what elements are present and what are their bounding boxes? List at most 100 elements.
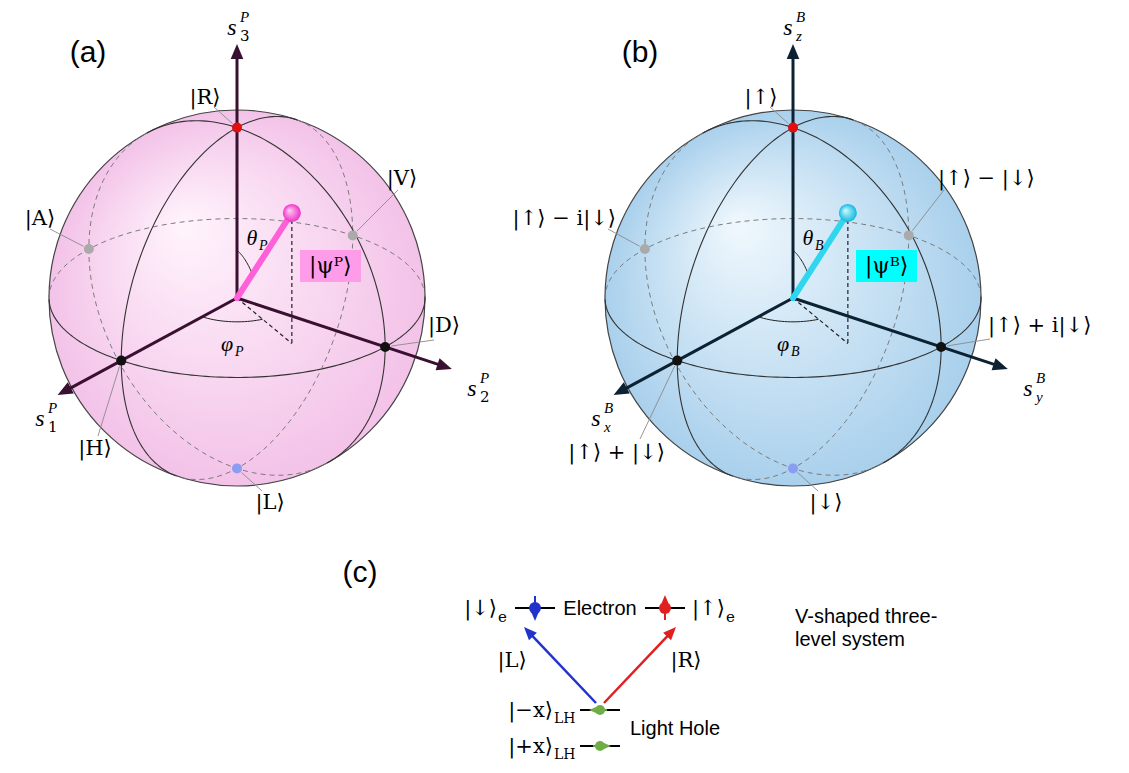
axis-head (231, 44, 244, 59)
state-dot (788, 123, 798, 133)
leader-line (98, 366, 119, 436)
axis-symbol: s (227, 15, 236, 39)
angle-symbol: θ (247, 227, 258, 249)
axis-superscript: P (240, 10, 249, 25)
leader-line (640, 366, 675, 439)
axis-superscript: P (480, 371, 489, 386)
state-text: |ψᴾ⟩ (309, 253, 352, 279)
equator (605, 299, 677, 360)
equator (49, 299, 121, 360)
state-dot (788, 463, 798, 473)
angle-symbol: φ (777, 333, 789, 355)
state-ball (839, 204, 857, 222)
electron-dot (659, 602, 671, 614)
level-subscript: LH (554, 747, 576, 761)
bloch-sphere (605, 44, 1008, 491)
state-label: |↓⟩ (810, 492, 843, 513)
level-subscript: e (498, 610, 507, 625)
meridian (703, 121, 941, 347)
state-text: |ψᴮ⟩ (865, 253, 908, 279)
state-label: |↑⟩ − i|↓⟩ (513, 208, 616, 229)
level-subscript: e (726, 610, 735, 625)
state-label: |L⟩ (255, 492, 284, 513)
state-dot (904, 230, 914, 240)
axis (236, 56, 239, 298)
projection-line (291, 213, 292, 344)
level-label: |↓⟩ (464, 598, 497, 619)
hole-dot (595, 705, 605, 715)
angle-subscript: P (259, 239, 268, 253)
transition-label: |R⟩ (670, 650, 701, 671)
projection-line (847, 213, 848, 344)
axis-head (58, 382, 74, 395)
angle-symbol: θ (803, 227, 814, 249)
angle-subscript: P (235, 345, 244, 359)
axis-subscript: 1 (48, 420, 58, 435)
hole-dot (595, 741, 605, 751)
axis-symbol: s (1023, 376, 1032, 400)
axis-subscript: 2 (480, 390, 490, 405)
state-dot (380, 342, 390, 352)
axis-head (787, 44, 800, 59)
phi-arc (758, 317, 818, 322)
meridian (645, 133, 883, 475)
state-dot (672, 356, 682, 366)
axis-subscript: y (1036, 390, 1043, 405)
meridian (121, 116, 297, 360)
state-vector (237, 213, 292, 298)
level-label: |↑⟩ (692, 598, 725, 619)
leader-line (50, 229, 84, 246)
state-label: |R⟩ (189, 87, 220, 108)
hole-spin-arrow-head (604, 743, 611, 749)
transition-label: |L⟩ (497, 650, 526, 671)
panel-letter: (c) (343, 557, 378, 587)
projection-line (237, 298, 292, 344)
projection-line (793, 298, 848, 344)
level-caption: Electron (563, 598, 636, 618)
axis-head (992, 358, 1008, 370)
panel-letter: (a) (70, 37, 107, 67)
axis (793, 298, 996, 365)
leader-line (608, 229, 640, 246)
level-subscript: LH (554, 711, 576, 725)
state-dot (640, 244, 650, 254)
axis-head (614, 382, 630, 395)
state-label: |V⟩ (387, 168, 417, 189)
axis (624, 298, 793, 389)
axis-subscript: z (796, 29, 802, 44)
meridian (677, 361, 732, 476)
leader-line (797, 472, 818, 491)
axis-superscript: B (796, 10, 805, 25)
state-label: |↑⟩ (745, 87, 778, 108)
level-caption: Light Hole (630, 718, 720, 738)
meridian (89, 133, 327, 475)
meridian (147, 121, 385, 347)
axis-symbol: s (591, 406, 600, 430)
leader-line (214, 107, 233, 124)
axis-subscript: 3 (240, 29, 250, 44)
state-box: |ψᴾ⟩ (300, 250, 361, 282)
transition-arrow-head (663, 627, 676, 640)
state-label: |↑⟩ + |↓⟩ (568, 442, 665, 463)
theta-arc (237, 250, 252, 274)
level-label: |+x⟩ (508, 736, 553, 757)
axis-superscript: B (1036, 371, 1045, 386)
leader-line (357, 190, 398, 231)
spin-arrow-head (662, 595, 669, 603)
axis (68, 298, 237, 389)
state-dot (232, 123, 242, 133)
state-dot (84, 244, 94, 254)
meridian (177, 120, 353, 480)
meridian (883, 347, 941, 463)
transition-arrow (604, 635, 669, 703)
leader-line (241, 472, 262, 491)
state-ball (283, 204, 301, 222)
state-dot (348, 230, 358, 240)
meridian (677, 116, 853, 360)
electron-dot (529, 602, 541, 614)
panel-letter: (b) (622, 37, 659, 67)
axis (237, 298, 440, 365)
state-label: |↑⟩ − |↓⟩ (938, 168, 1035, 189)
axis-symbol: s (467, 376, 476, 400)
